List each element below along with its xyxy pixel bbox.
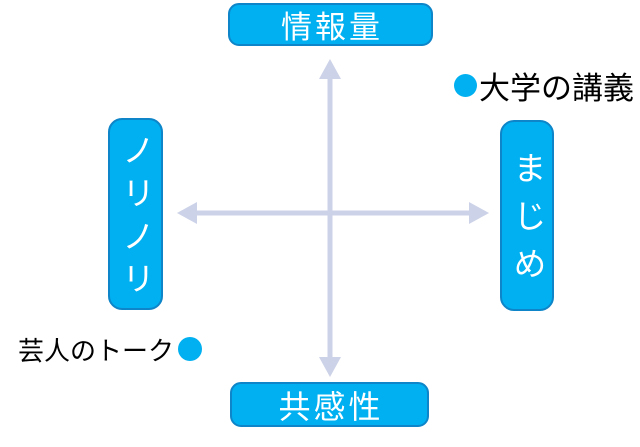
- data-point-dot-icon: [454, 73, 477, 97]
- data-point-university-lecture: 大学の講義: [454, 66, 634, 106]
- data-point-label: 芸人のトーク: [18, 336, 175, 366]
- axis-label-top-text: 情報量: [281, 10, 383, 45]
- arrow-right-icon: [469, 202, 489, 224]
- arrow-left-icon: [177, 202, 197, 224]
- data-point-label: 大学の講義: [479, 70, 634, 106]
- data-point-comedian-talk: 芸人のトーク: [18, 332, 203, 366]
- data-point-dot-icon: [178, 337, 203, 361]
- axis-label-left: ノリノリ: [108, 118, 163, 310]
- axis-label-bottom-text: 共感性: [278, 388, 384, 425]
- axis-label-bottom: 共感性: [230, 382, 429, 427]
- arrow-down-icon: [319, 357, 341, 377]
- axis-label-right-text: まじめ: [509, 151, 546, 295]
- axis-label-left-text: ノリノリ: [117, 133, 155, 305]
- axis-label-top: 情報量: [228, 3, 433, 46]
- axis-label-right: まじめ: [500, 120, 554, 311]
- arrow-up-icon: [319, 59, 341, 79]
